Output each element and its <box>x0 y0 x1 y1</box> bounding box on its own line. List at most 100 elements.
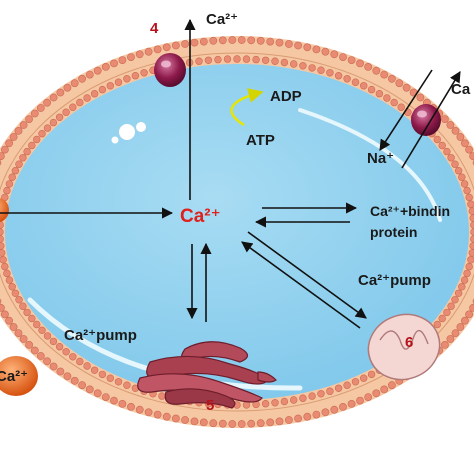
lipid-head <box>308 392 316 400</box>
lipid-head <box>280 397 289 406</box>
lipid-head <box>190 38 199 47</box>
label-ca-center: Ca²⁺ <box>180 206 221 227</box>
lipid-head <box>438 141 446 150</box>
lipid-head <box>443 147 451 156</box>
lipid-head <box>465 145 473 154</box>
lipid-head <box>463 269 471 278</box>
lipid-head <box>55 343 64 351</box>
lipid-head <box>0 152 5 160</box>
label-atp: ATP <box>246 132 275 149</box>
lipid-head <box>14 329 23 337</box>
flux-arrows <box>0 18 461 329</box>
lipid-head <box>387 381 396 390</box>
lipid-head <box>1 262 9 271</box>
lipid-head <box>83 362 91 370</box>
lipid-head <box>339 402 347 411</box>
lipid-head <box>458 283 466 291</box>
lipid-head <box>0 228 4 236</box>
lipid-head <box>290 60 298 68</box>
lipid-head <box>3 269 11 278</box>
lipid-head <box>49 337 58 346</box>
lipid-head <box>43 124 52 132</box>
lipid-head <box>19 335 28 343</box>
lipid-head <box>271 399 279 407</box>
lipid-head <box>228 420 237 428</box>
lipid-head <box>5 316 14 325</box>
lipid-head <box>62 348 70 356</box>
lipid-head <box>118 399 127 408</box>
lipid-head <box>242 55 251 63</box>
label-binding-protein-line2: protein <box>370 224 417 240</box>
lipid-head <box>90 89 99 98</box>
lipid-head <box>312 410 321 419</box>
lipid-head <box>360 374 368 382</box>
lipid-head <box>78 381 86 390</box>
lipid-head <box>447 154 455 162</box>
lipid-head <box>56 367 65 376</box>
lipid-head <box>199 418 208 427</box>
orange-channel-left-top <box>0 198 9 222</box>
lipid-head <box>38 130 46 138</box>
lipid-head <box>144 47 153 56</box>
lipid-head <box>49 362 58 371</box>
lipid-head <box>162 43 171 52</box>
lipid-head <box>63 372 72 381</box>
lipid-head <box>23 147 31 156</box>
lipid-head <box>395 79 404 88</box>
lipid-head <box>458 173 466 181</box>
lipid-head <box>303 412 312 421</box>
lipid-head <box>390 98 398 107</box>
lipid-head <box>330 405 339 414</box>
lipid-head <box>1 145 9 154</box>
lipid-head <box>469 304 474 312</box>
lipid-head <box>347 399 356 408</box>
lipid-head <box>110 59 118 68</box>
lipid-head <box>237 420 246 428</box>
label-ca-right-clipped: Ca <box>451 81 471 98</box>
lipid-head <box>438 314 446 323</box>
lipid-head <box>469 152 474 160</box>
lipid-head <box>209 36 218 45</box>
lipid-head <box>237 36 246 44</box>
lipid-head <box>223 55 232 63</box>
lipid-head <box>433 320 441 329</box>
lipid-head <box>90 366 99 374</box>
sodium-calcium-exchanger <box>411 104 441 136</box>
lipid-head <box>299 62 307 70</box>
lipid-head <box>153 410 162 419</box>
lipid-head <box>56 88 65 97</box>
lipid-head <box>467 256 474 264</box>
lipid-head <box>0 304 5 312</box>
lipid-head <box>351 378 360 386</box>
lipid-head <box>30 109 39 118</box>
lipid-head <box>317 66 325 74</box>
lipid-head <box>284 40 293 48</box>
lipid-head <box>460 139 469 148</box>
lipid-head <box>15 296 23 304</box>
arrow-from-mitochondrion <box>241 241 361 329</box>
lipid-head <box>38 326 46 334</box>
lipid-head <box>171 414 180 423</box>
lipid-head <box>364 63 373 71</box>
lipid-head <box>5 139 14 148</box>
lipid-head <box>468 207 474 215</box>
lipid-head <box>465 310 473 319</box>
lipid-head <box>98 370 107 379</box>
lipid-head <box>454 289 463 297</box>
lipid-head <box>290 396 298 404</box>
lipid-head <box>11 289 20 297</box>
mitochondrion <box>367 313 441 381</box>
lipid-head <box>98 85 107 94</box>
label-number-6: 6 <box>405 334 413 351</box>
lipid-head <box>85 70 94 79</box>
lipid-head <box>451 160 459 168</box>
lipid-head <box>356 59 364 68</box>
arrow-na-in-exchanger <box>379 69 433 151</box>
lipid-head <box>397 103 405 111</box>
lipid-head <box>32 135 41 144</box>
lipid-head <box>218 419 227 428</box>
label-adp: ADP <box>270 88 302 105</box>
lipid-head <box>380 385 389 394</box>
lipid-head <box>233 55 241 63</box>
lipid-head <box>23 308 31 317</box>
